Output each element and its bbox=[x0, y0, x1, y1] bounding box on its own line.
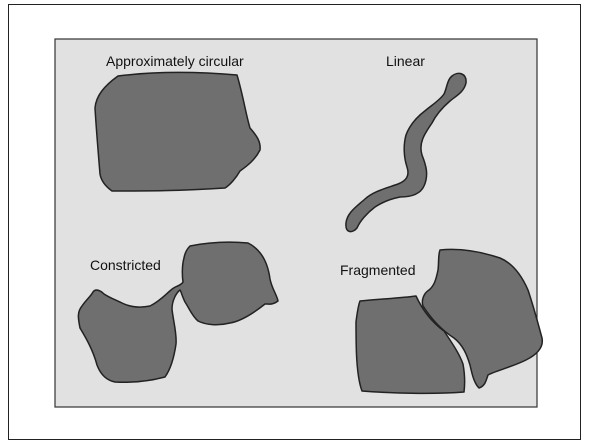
label-linear: Linear bbox=[386, 53, 425, 69]
label-constricted: Constricted bbox=[90, 257, 161, 273]
label-fragmented: Fragmented bbox=[340, 262, 415, 278]
circular-patch bbox=[95, 72, 260, 191]
label-approximately-circular: Approximately circular bbox=[106, 53, 244, 69]
